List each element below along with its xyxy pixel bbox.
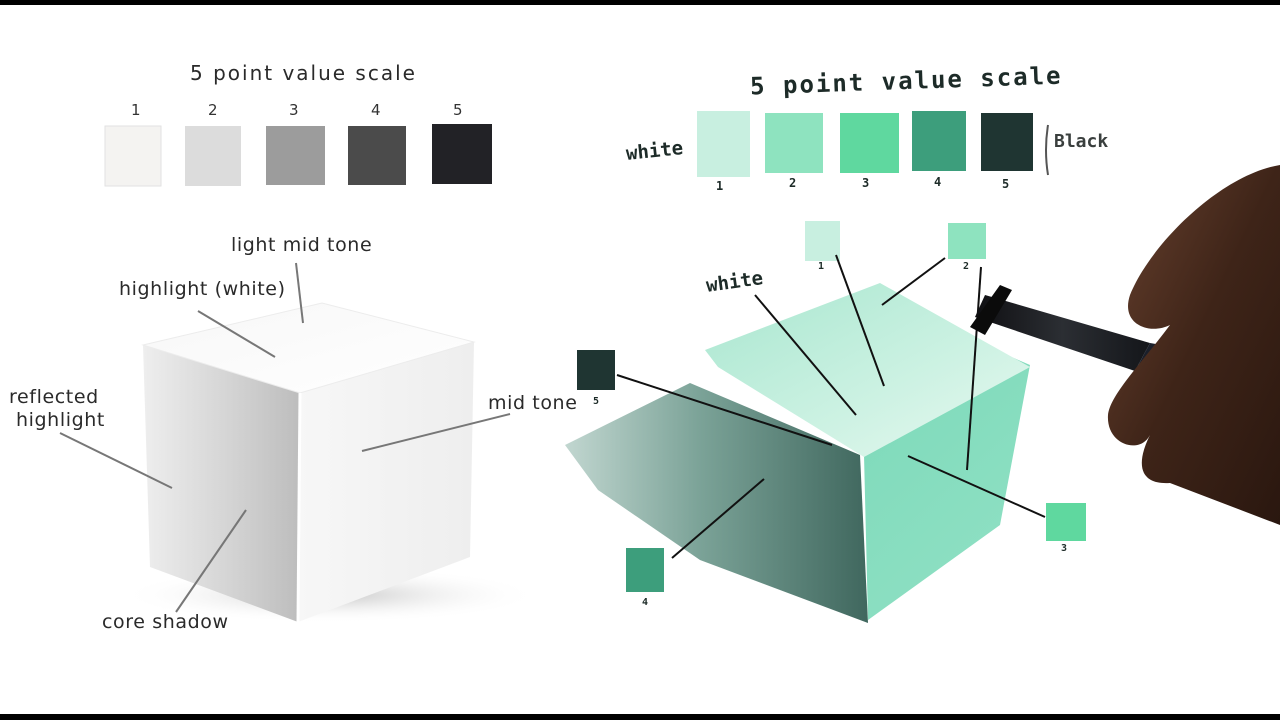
right-swatch-5	[981, 113, 1033, 171]
leader-light-mid-tone	[295, 262, 304, 324]
leader-swatch-2	[881, 257, 946, 306]
cube-swatch-4	[626, 548, 664, 592]
painting-hand	[970, 165, 1280, 525]
right-swatch-2	[765, 113, 823, 173]
right-swatch-number-5: 5	[1002, 177, 1010, 191]
cube-swatch-number-2: 2	[963, 261, 970, 272]
cube-swatch-number-5: 5	[593, 396, 600, 407]
leader-white	[754, 294, 857, 416]
hand	[1107, 165, 1280, 525]
leader-swatch-5	[616, 374, 833, 446]
left-swatch-number-4: 4	[371, 101, 381, 119]
left-swatch-number-2: 2	[208, 101, 218, 119]
left-swatch-number-3: 3	[289, 101, 299, 119]
right-swatch-1	[697, 111, 750, 177]
watercolor-left-face	[565, 383, 868, 623]
left-swatch-3	[266, 126, 325, 185]
leader-swatch-3	[907, 455, 1046, 518]
canvas: 5 point value scale 1 2 3 4 5	[0, 5, 1280, 714]
brush-tip	[970, 285, 1012, 335]
cube-swatch-3	[1046, 503, 1086, 541]
left-swatch-1	[104, 125, 162, 187]
leader-reflected-highlight	[59, 432, 173, 489]
right-swatch-4	[912, 111, 966, 171]
right-swatch-number-3: 3	[862, 176, 870, 190]
label-black-scale: Black	[1054, 131, 1109, 152]
leader-mid-tone	[361, 413, 511, 452]
cube-right-face	[298, 342, 474, 622]
illustration	[59, 111, 1280, 623]
left-scale-title: 5 point value scale	[190, 61, 417, 85]
label-core-shadow: core shadow	[102, 611, 229, 633]
right-swatch-number-1: 1	[716, 179, 724, 193]
cube-left-face	[143, 345, 300, 622]
leader-highlight	[197, 310, 276, 358]
shaded-cube	[120, 302, 540, 623]
right-swatch-number-4: 4	[934, 175, 942, 189]
right-swatch-3	[840, 113, 899, 173]
label-reflected-highlight: highlight	[16, 409, 105, 431]
left-swatch-number-5: 5	[453, 101, 463, 119]
cube-swatch-number-4: 4	[642, 597, 649, 608]
cube-swatch-5	[577, 350, 615, 390]
cube-swatch-1	[805, 221, 840, 261]
cube-top-face	[141, 302, 476, 394]
cube-swatch-2	[948, 223, 986, 259]
left-swatch-2	[185, 126, 241, 186]
leader-swatch-4	[671, 478, 765, 559]
leader-swatch-1	[835, 254, 885, 387]
leader-swatch-2b	[966, 266, 982, 471]
watercolor-top-face	[705, 283, 1030, 457]
label-light-mid-tone: light mid tone	[231, 234, 373, 256]
label-reflected: reflected	[9, 386, 99, 408]
left-swatch-4	[348, 126, 406, 185]
left-swatch-5	[432, 124, 492, 184]
label-highlight: highlight (white)	[119, 278, 286, 300]
cube-swatch-number-3: 3	[1061, 543, 1068, 554]
cube-swatch-number-1: 1	[818, 261, 825, 272]
label-mid-tone: mid tone	[488, 392, 578, 414]
leader-core-shadow	[175, 509, 247, 613]
brush-ferrule	[975, 295, 1150, 371]
watercolor-cube	[565, 283, 1030, 623]
left-swatch-number-1: 1	[131, 101, 141, 119]
right-swatch-number-2: 2	[789, 176, 797, 190]
